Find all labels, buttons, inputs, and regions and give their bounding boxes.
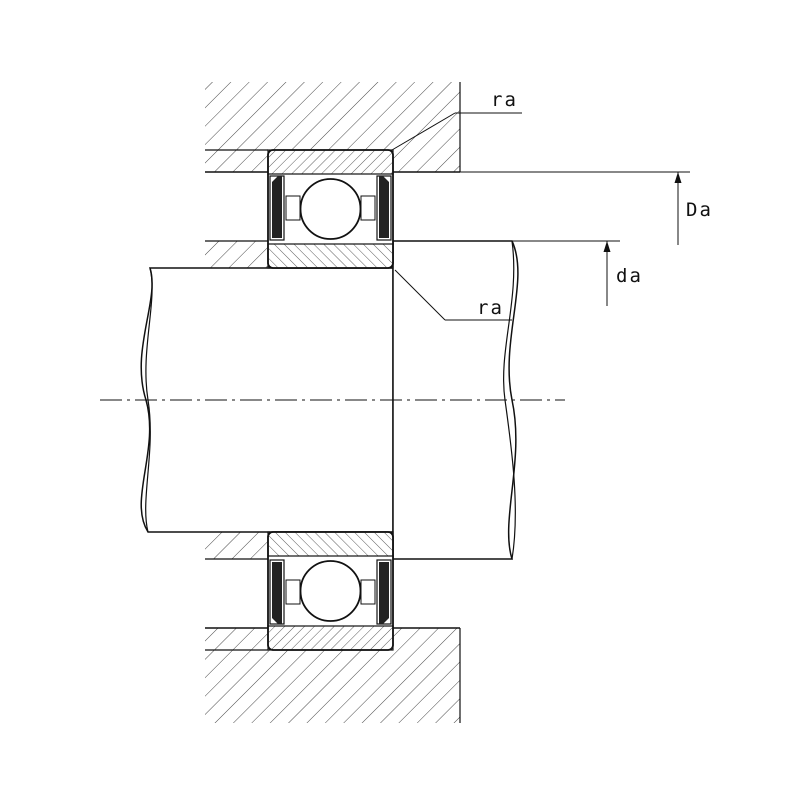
label-ra-mid: ra bbox=[477, 297, 504, 319]
label-Da: Da bbox=[686, 199, 713, 221]
bearing-top-section bbox=[267, 149, 394, 269]
bearing-bottom-section bbox=[267, 531, 394, 651]
label-da: da bbox=[616, 265, 643, 287]
ball-top bbox=[299, 178, 362, 240]
ball-bottom bbox=[299, 560, 362, 622]
shaft-shoulder bbox=[205, 240, 268, 560]
label-ra-top: ra bbox=[491, 89, 518, 111]
dimension-lines bbox=[391, 112, 690, 321]
